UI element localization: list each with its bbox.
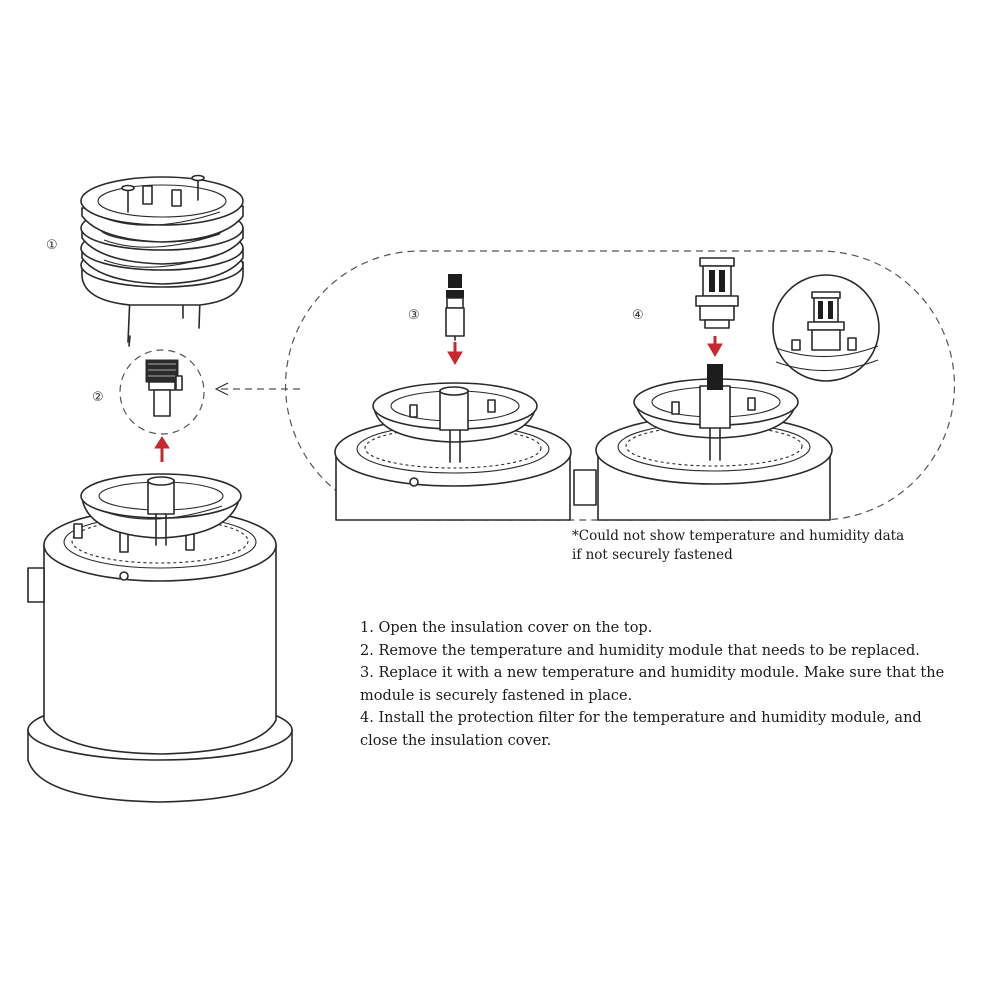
step-3-callout: ③ xyxy=(408,308,420,323)
step-text-2: 2. Remove the temperature and humidity m… xyxy=(360,642,920,659)
dashed-arrow-left-icon xyxy=(214,382,300,396)
arrow-down-icon-step4 xyxy=(707,336,723,357)
arrow-down-icon-step3 xyxy=(447,342,463,365)
step-4-callout: ④ xyxy=(632,308,644,323)
note-line-1: *Could not show temperature and humidity… xyxy=(572,528,905,544)
protection-filter xyxy=(695,257,739,329)
radiation-shield-stack xyxy=(80,174,244,343)
step-3-base-unit xyxy=(334,382,572,521)
module-detail-circle xyxy=(119,349,205,435)
step-text-4-cont: close the insulation cover. xyxy=(360,732,552,749)
note-line-2: if not securely fastened xyxy=(572,547,733,563)
fastened-filter-zoom xyxy=(772,274,880,382)
step-1-callout: ① xyxy=(46,238,58,253)
old-sensor-module xyxy=(145,359,183,417)
step-text-3: 3. Replace it with a new temperature and… xyxy=(360,665,945,681)
fastening-warning-note: *Could not show temperature and humidity… xyxy=(572,527,904,565)
step-text-3-cont: module is securely fastened in place. xyxy=(360,687,633,704)
new-sensor-module xyxy=(445,274,465,341)
step-text-1: 1. Open the insulation cover on the top. xyxy=(360,620,653,636)
instruction-steps: 1. Open the insulation cover on the top.… xyxy=(360,617,985,752)
arrow-up-icon xyxy=(154,436,170,462)
step-text-4: 4. Install the protection filter for the… xyxy=(360,710,922,726)
step-2-callout: ② xyxy=(92,390,104,405)
step-4-base-unit xyxy=(573,364,833,521)
sensor-base-unit xyxy=(27,473,293,803)
